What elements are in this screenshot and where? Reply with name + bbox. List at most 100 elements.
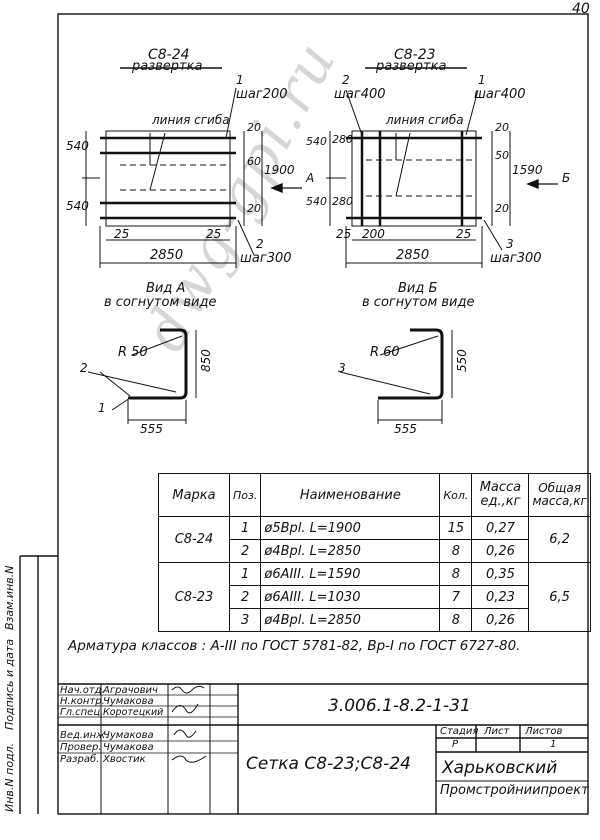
right-subtitle: развертка: [376, 59, 447, 74]
left-bend-line: линия сгиба: [152, 113, 230, 127]
view-a-height: 850: [199, 349, 213, 372]
name-5: Хвостик: [103, 754, 146, 765]
right-dim-540a: 540: [306, 135, 327, 148]
left-dim-25a: 25: [114, 227, 130, 241]
left-step-1: шаг200: [236, 87, 288, 102]
name-1: Чумакова: [103, 696, 154, 707]
mesh-c8-24-drawing: [82, 67, 302, 268]
row-mass: 0,23: [471, 585, 530, 609]
row-name: ø6AIII. L=1030: [260, 585, 441, 609]
role-4: Провер.: [60, 742, 102, 753]
view-a-callout-1: 1: [98, 401, 106, 415]
table-row: С8-23 1 ø6AIII. L=1590 8 0,35 6,5: [158, 562, 591, 632]
stage-value: Р: [452, 739, 459, 750]
header-name: Наименование: [260, 473, 441, 517]
right-dim-540b: 540: [306, 195, 327, 208]
role-0: Нач.отд.: [60, 685, 105, 696]
right-step-2: шаг400: [334, 87, 386, 102]
right-step-1: шаг400: [474, 87, 526, 102]
side-label-inv: Инв.N подл.: [3, 742, 16, 812]
right-dim-200: 200: [362, 227, 385, 241]
role-5: Разраб.: [60, 754, 100, 765]
left-subtitle: развертка: [132, 59, 203, 74]
row-pos: 1: [228, 516, 262, 540]
sheets-value: 1: [550, 739, 557, 750]
row-qty: 8: [439, 562, 473, 586]
name-4: Чумакова: [103, 742, 154, 753]
right-dim-20a: 20: [495, 121, 509, 134]
view-a-width: 555: [140, 422, 163, 436]
right-dim-2850: 2850: [396, 248, 430, 263]
view-arrow-a: А: [306, 171, 315, 185]
view-a-subtitle: в согнутом виде: [104, 295, 217, 310]
left-step-2: шаг300: [240, 251, 292, 266]
row-pos: 3: [228, 608, 262, 632]
header-pos: Поз.: [228, 473, 262, 517]
view-b-drawing: [339, 328, 453, 424]
view-b-subtitle: в согнутом виде: [362, 295, 475, 310]
role-2: Гл.спец.: [60, 707, 104, 718]
row-mass: 0,26: [471, 608, 530, 632]
view-b-height: 550: [455, 349, 469, 372]
row-qty: 15: [439, 516, 473, 540]
group-mark: С8-24: [158, 516, 230, 563]
role-1: Н.контр.: [60, 696, 105, 707]
sheets-label: Листов: [525, 726, 563, 737]
left-dim-540b: 540: [66, 199, 89, 213]
row-mass: 0,35: [471, 562, 530, 586]
row-pos: 1: [228, 562, 262, 586]
page-number: 40: [572, 1, 590, 17]
right-callout-3: 3: [506, 237, 514, 251]
group-total: 6,5: [528, 562, 591, 632]
name-2: Коротецкий: [103, 707, 164, 718]
right-dim-280b: 280: [332, 195, 353, 208]
view-arrow-b: Б: [562, 171, 571, 185]
right-dim-1590: 1590: [512, 163, 543, 177]
left-dim-20b: 20: [247, 202, 261, 215]
row-name: ø4Bpl. L=2850: [260, 539, 441, 563]
sheet-label: Лист: [484, 726, 510, 737]
right-bend-line: линия сгиба: [386, 113, 464, 127]
name-0: Аграчович: [103, 685, 158, 696]
specification-table: Марка Поз. Наименование Кол. Масса ед.,к…: [158, 473, 591, 632]
left-dim-2850: 2850: [150, 248, 184, 263]
left-dim-25b: 25: [206, 227, 222, 241]
left-dim-1900: 1900: [264, 163, 295, 177]
right-dim-20b: 20: [495, 202, 509, 215]
row-pos: 2: [228, 539, 262, 563]
right-step-3: шаг300: [490, 251, 542, 266]
row-mass: 0,27: [471, 516, 530, 540]
mesh-c8-23-drawing: [326, 67, 558, 268]
header-mark: Марка: [158, 473, 230, 517]
right-title: С8-23: [394, 47, 436, 63]
table-row: С8-24 1 ø5Bpl. L=1900 15 0,27 6,2: [158, 516, 591, 563]
header-mass-unit: Масса ед.,кг: [471, 473, 530, 517]
side-label-signature: Подпись и дата: [3, 638, 16, 730]
role-3: Вед.инж.: [60, 730, 109, 741]
group-total: 6,2: [528, 516, 591, 563]
row-name: ø5Bpl. L=1900: [260, 516, 441, 540]
view-b-width: 555: [394, 422, 417, 436]
stage-label: Стадия: [440, 726, 479, 737]
row-name: ø4Bpl. L=2850: [260, 608, 441, 632]
organization-line-1: Харьковский: [442, 758, 558, 778]
name-3: Чумакова: [103, 730, 154, 741]
table-row: 2 ø6AIII. L=1030 7 0,23: [159, 585, 591, 609]
group-mark: С8-23: [158, 562, 230, 632]
left-callout-2: 2: [256, 237, 264, 251]
signatures: [171, 685, 207, 763]
right-dim-25: 25: [336, 227, 352, 241]
view-a-callout-2: 2: [80, 361, 88, 375]
right-callout-2: 2: [342, 73, 350, 87]
right-callout-1: 1: [478, 73, 486, 87]
view-a-title: Вид А: [146, 281, 186, 296]
document-code: 3.006.1-8.2-1-31: [328, 696, 471, 716]
left-dim-540a: 540: [66, 139, 89, 153]
row-name: ø6AIII. L=1590: [260, 562, 441, 586]
table-row: 3 ø4Bpl. L=2850 8 0,26: [159, 608, 591, 632]
view-b-callout-3: 3: [338, 361, 346, 375]
header-qty: Кол.: [439, 473, 473, 517]
right-dim-50: 50: [495, 149, 509, 162]
header-mass-total: Общая масса,кг: [528, 473, 591, 517]
